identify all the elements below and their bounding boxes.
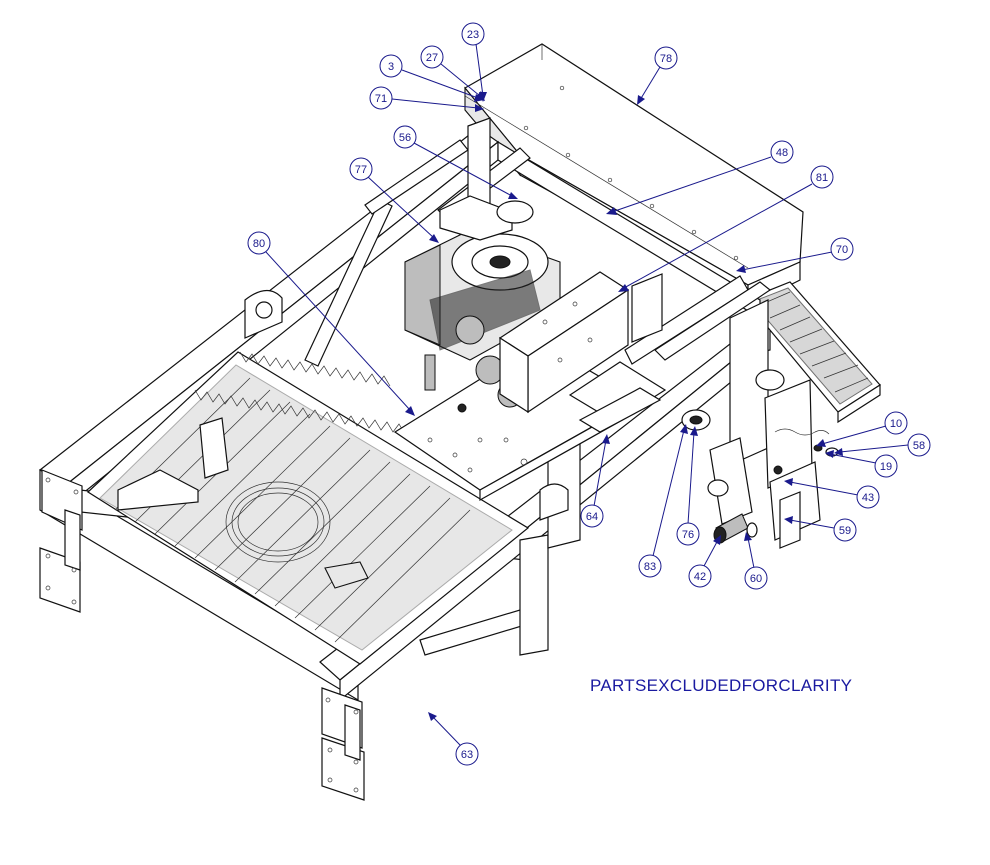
callout-64: 64: [580, 434, 610, 528]
callout-56: 56: [393, 125, 518, 199]
callout-label-80: 80: [253, 238, 265, 250]
callout-59: 59: [784, 516, 857, 542]
callout-label-60: 60: [750, 573, 762, 585]
callout-71: 71: [369, 86, 484, 112]
upper-frame: [437, 117, 772, 466]
callout-label-81: 81: [816, 172, 828, 184]
rear-grating-platform: [744, 281, 881, 424]
callout-78: 78: [637, 46, 678, 105]
front-grating-deck: [87, 351, 530, 665]
engine: [404, 229, 630, 414]
callout-label-56: 56: [399, 132, 411, 144]
machine-drawing: [39, 43, 881, 801]
callout-10: 10: [816, 411, 908, 447]
callout-83: 83: [638, 424, 688, 578]
parts-excluded-note: PARTSEXCLUDEDFORCLARITY: [590, 676, 852, 695]
callout-label-10: 10: [890, 418, 902, 430]
callout-label-71: 71: [375, 93, 387, 105]
callout-63: 63: [428, 712, 479, 766]
callout-layer: 23 27 3 71 78 56: [247, 22, 931, 766]
callout-81: 81: [618, 165, 834, 292]
callout-70: 70: [736, 237, 854, 273]
callout-76: 76: [676, 426, 700, 546]
callout-label-27: 27: [426, 52, 438, 64]
callout-label-43: 43: [862, 492, 874, 504]
callout-19: 19: [825, 450, 898, 478]
callout-label-78: 78: [660, 53, 672, 65]
callout-label-70: 70: [836, 244, 848, 256]
callout-label-64: 64: [586, 511, 598, 523]
callout-label-42: 42: [694, 571, 706, 583]
callout-label-63: 63: [461, 749, 473, 761]
callout-77: 77: [349, 157, 439, 243]
callout-60: 60: [744, 532, 768, 590]
callout-label-58: 58: [913, 440, 925, 452]
callout-label-19: 19: [880, 461, 892, 473]
callout-42: 42: [688, 535, 721, 588]
callout-label-48: 48: [776, 147, 788, 159]
callout-58: 58: [834, 433, 931, 457]
callout-43: 43: [784, 478, 880, 509]
pump-assembly: [568, 361, 839, 549]
callout-label-77: 77: [355, 164, 367, 176]
callout-27: 27: [420, 45, 485, 101]
callout-label-23: 23: [467, 29, 479, 41]
callout-80: 80: [247, 231, 415, 416]
callout-label-83: 83: [644, 561, 656, 573]
callout-label-76: 76: [682, 529, 694, 541]
callout-48: 48: [606, 140, 794, 215]
callout-3: 3: [379, 54, 484, 102]
callout-label-3: 3: [388, 61, 394, 73]
callout-label-59: 59: [839, 525, 851, 537]
